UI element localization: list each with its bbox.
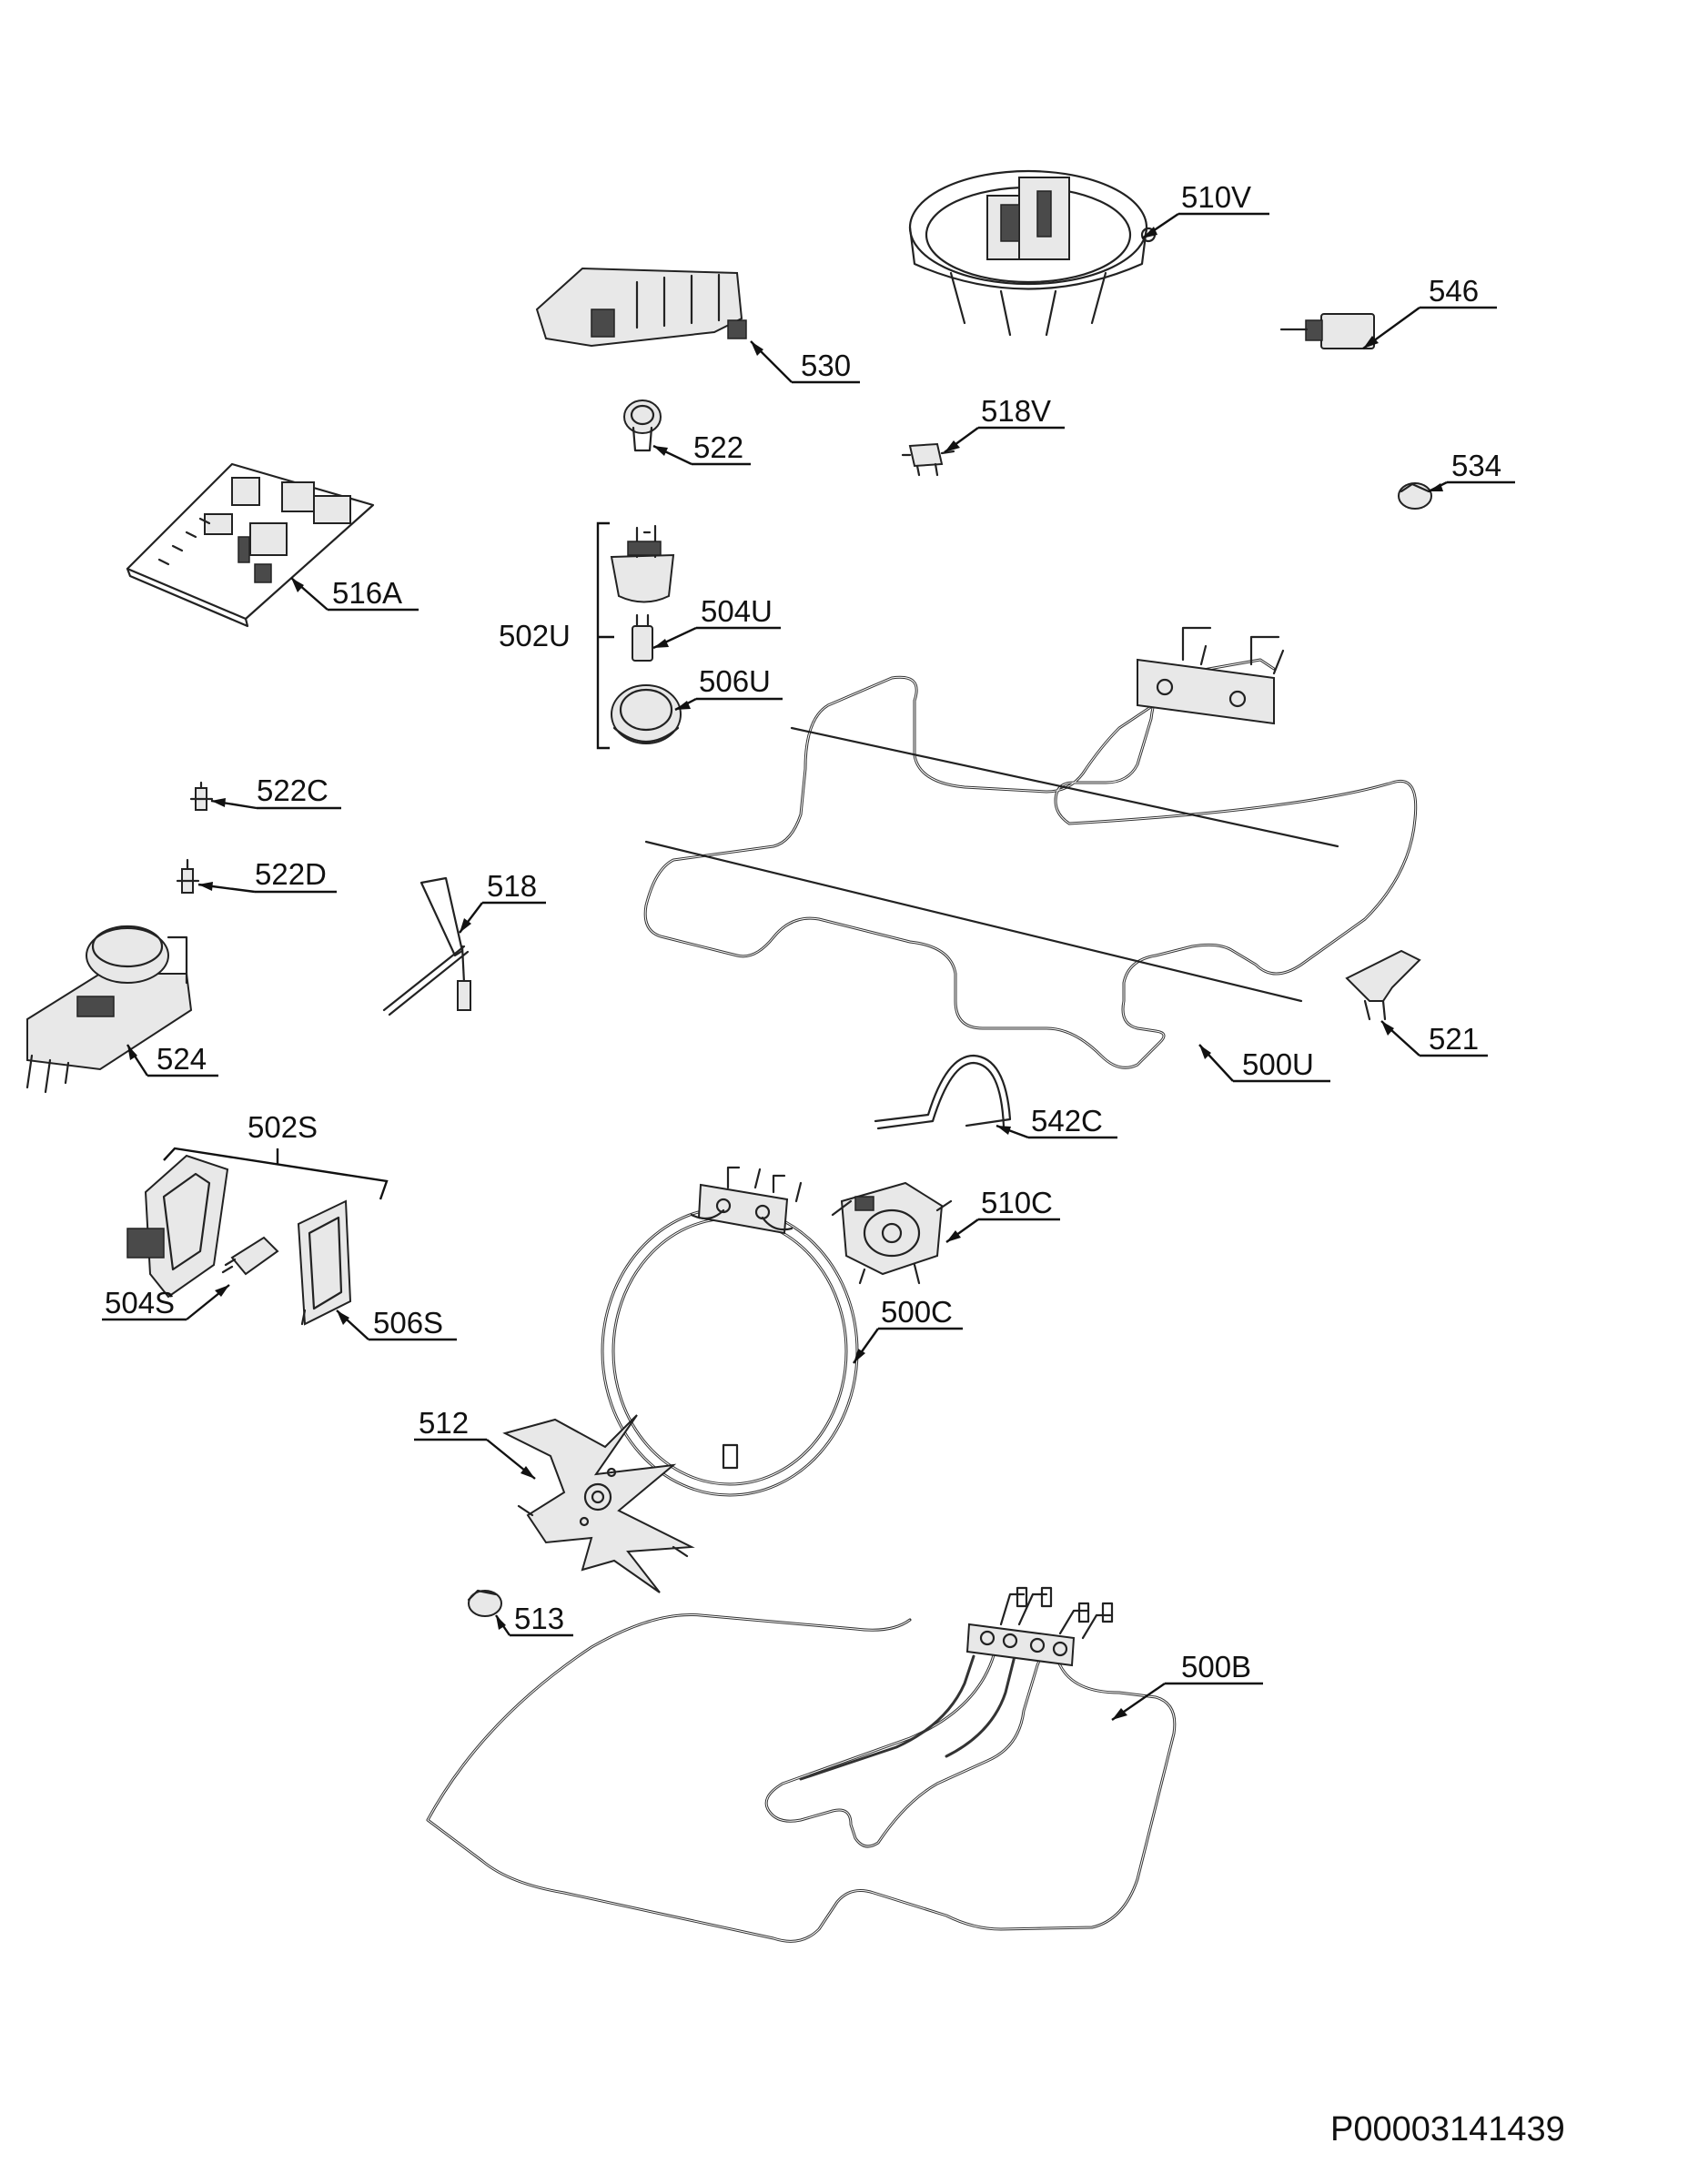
part-518V-sensor[interactable] bbox=[901, 442, 955, 477]
label-500B: 500B bbox=[1181, 1650, 1251, 1684]
part-534-knob-cap[interactable] bbox=[1398, 482, 1432, 510]
part-516A-control-board[interactable] bbox=[126, 462, 375, 628]
leader-510C bbox=[945, 1218, 1060, 1243]
label-500C: 500C bbox=[881, 1295, 953, 1329]
leader-506S bbox=[336, 1309, 457, 1341]
part-530-terminal-block[interactable] bbox=[535, 267, 747, 348]
label-512: 512 bbox=[419, 1406, 469, 1440]
leader-522C bbox=[210, 798, 341, 810]
label-546: 546 bbox=[1429, 274, 1479, 308]
leader-504U bbox=[652, 626, 781, 650]
label-516A: 516A bbox=[332, 576, 402, 610]
part-506U-lamp-cover[interactable] bbox=[611, 684, 682, 744]
leader-512 bbox=[414, 1438, 536, 1480]
leader-524 bbox=[126, 1044, 218, 1077]
part-500U-top-heating-element[interactable] bbox=[643, 626, 1418, 1069]
part-504S-lamp-bulb[interactable] bbox=[221, 1236, 279, 1276]
label-522D: 522D bbox=[255, 857, 327, 891]
leader-513 bbox=[495, 1614, 573, 1637]
label-542C: 542C bbox=[1031, 1104, 1103, 1138]
leader-516A bbox=[290, 577, 419, 612]
leader-521 bbox=[1380, 1020, 1488, 1057]
label-530: 530 bbox=[801, 349, 851, 382]
leader-546 bbox=[1362, 306, 1497, 349]
part-512-fan-blade[interactable] bbox=[502, 1414, 695, 1593]
part-522-clip[interactable] bbox=[623, 399, 662, 452]
part-542C-spring-clip[interactable] bbox=[874, 1054, 1012, 1130]
part-502S-lamp-housing[interactable] bbox=[126, 1154, 229, 1299]
label-524: 524 bbox=[157, 1042, 207, 1076]
part-510C-convection-motor[interactable] bbox=[831, 1181, 953, 1285]
leader-504S bbox=[102, 1284, 230, 1321]
part-504U-lamp-bulb[interactable] bbox=[632, 613, 653, 662]
leader-510V bbox=[1141, 212, 1269, 239]
label-522C: 522C bbox=[257, 774, 328, 807]
leader-518 bbox=[459, 901, 546, 934]
label-502S: 502S bbox=[248, 1110, 318, 1144]
part-518-temperature-sensor[interactable] bbox=[382, 876, 471, 1016]
leader-500C bbox=[853, 1327, 963, 1364]
leader-500U bbox=[1198, 1044, 1330, 1083]
leader-534 bbox=[1428, 480, 1515, 493]
part-521-bracket[interactable] bbox=[1345, 949, 1421, 1021]
part-506S-lamp-cover[interactable] bbox=[297, 1199, 352, 1326]
part-522D-clip[interactable] bbox=[176, 858, 200, 894]
part-500B-bottom-heating-element[interactable] bbox=[426, 1586, 1177, 1943]
part-502U-bracket bbox=[596, 521, 614, 750]
part-524-door-lock[interactable] bbox=[25, 925, 193, 1094]
label-518: 518 bbox=[487, 869, 537, 903]
leader-542C bbox=[996, 1124, 1117, 1139]
label-521: 521 bbox=[1429, 1022, 1479, 1056]
part-502U-lamp-holder[interactable] bbox=[610, 524, 675, 603]
part-522C-clip[interactable] bbox=[189, 781, 214, 811]
label-534: 534 bbox=[1451, 449, 1501, 482]
label-510C: 510C bbox=[981, 1186, 1053, 1219]
leader-522D bbox=[197, 882, 337, 894]
leader-530 bbox=[750, 340, 860, 384]
leader-506U bbox=[674, 697, 783, 712]
document-number: P00003141439 bbox=[1330, 2110, 1565, 2149]
part-513-nut[interactable] bbox=[467, 1589, 502, 1617]
label-506U: 506U bbox=[699, 664, 771, 698]
label-504U: 504U bbox=[701, 594, 773, 628]
label-513: 513 bbox=[514, 1602, 564, 1635]
label-506S: 506S bbox=[373, 1306, 443, 1340]
label-500U: 500U bbox=[1242, 1047, 1314, 1081]
label-518V: 518V bbox=[981, 394, 1051, 428]
label-522: 522 bbox=[693, 430, 743, 464]
leader-500B bbox=[1111, 1682, 1263, 1721]
leader-522 bbox=[652, 444, 751, 466]
part-500C-circular-heating-element[interactable] bbox=[601, 1166, 859, 1497]
label-504S: 504S bbox=[105, 1286, 175, 1320]
leader-518V bbox=[944, 426, 1065, 453]
part-510V-fan-motor[interactable] bbox=[908, 169, 1157, 337]
part-546-component[interactable] bbox=[1279, 313, 1375, 349]
label-502U: 502U bbox=[499, 619, 571, 652]
label-510V: 510V bbox=[1181, 180, 1251, 214]
part-502S-bracket bbox=[163, 1147, 389, 1200]
